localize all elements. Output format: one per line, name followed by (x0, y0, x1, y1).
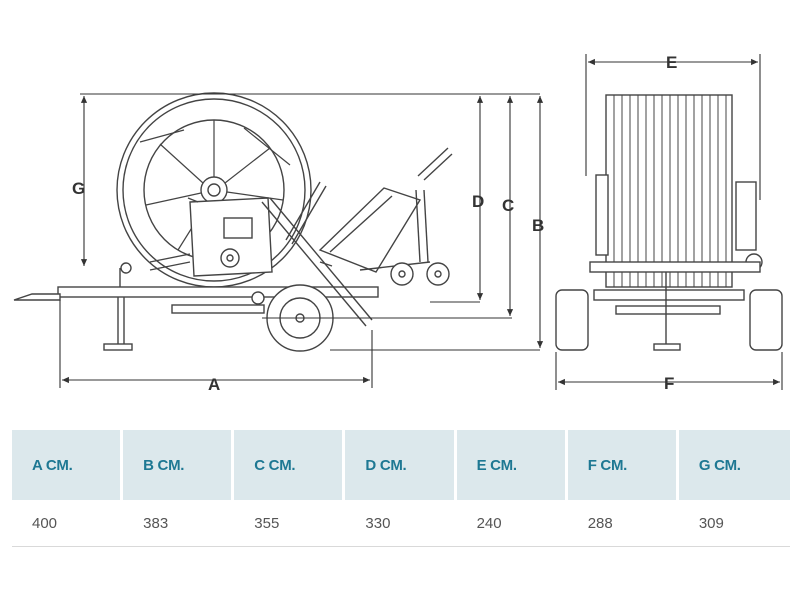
table-row: 400 383 355 330 240 288 309 (12, 500, 790, 547)
sprinkler-sled (318, 147, 453, 286)
dim-label-d: D (472, 192, 484, 211)
header-d: D CM. (345, 430, 457, 500)
header-e: E CM. (456, 430, 568, 500)
value-c: 355 (234, 500, 346, 547)
header-c: C CM. (234, 430, 346, 500)
table-header-row: A CM. B CM. C CM. D CM. E CM. F CM. G CM… (12, 430, 790, 500)
reel-front (589, 94, 763, 288)
header-b: B CM. (123, 430, 235, 500)
right-wheel (749, 289, 783, 351)
dim-label-g: G (72, 179, 85, 198)
left-wheel (555, 289, 589, 351)
front-dimensions (555, 54, 783, 390)
header-f: F CM. (567, 430, 679, 500)
dim-label-b: B (532, 216, 544, 235)
value-a: 400 (12, 500, 124, 547)
header-a: A CM. (12, 430, 124, 500)
dimensions-table: A CM. B CM. C CM. D CM. E CM. F CM. G CM… (12, 430, 790, 547)
dim-label-f: F (664, 374, 674, 393)
boom-arm (261, 181, 373, 327)
value-b: 383 (123, 500, 235, 547)
chassis (13, 262, 379, 351)
front-axle (593, 272, 745, 351)
value-e: 240 (456, 500, 568, 547)
dim-label-a: A (208, 375, 220, 394)
dim-label-c: C (502, 196, 514, 215)
front-view (555, 94, 783, 351)
gearbox (149, 197, 273, 277)
side-view (13, 92, 453, 352)
header-g: G CM. (678, 430, 790, 500)
value-d: 330 (345, 500, 457, 547)
side-dimensions (59, 93, 544, 388)
hose-reel-irrigator-diagram: G D C B A E F (13, 53, 783, 394)
value-f: 288 (567, 500, 679, 547)
value-g: 309 (678, 500, 790, 547)
dim-label-e: E (666, 53, 677, 72)
